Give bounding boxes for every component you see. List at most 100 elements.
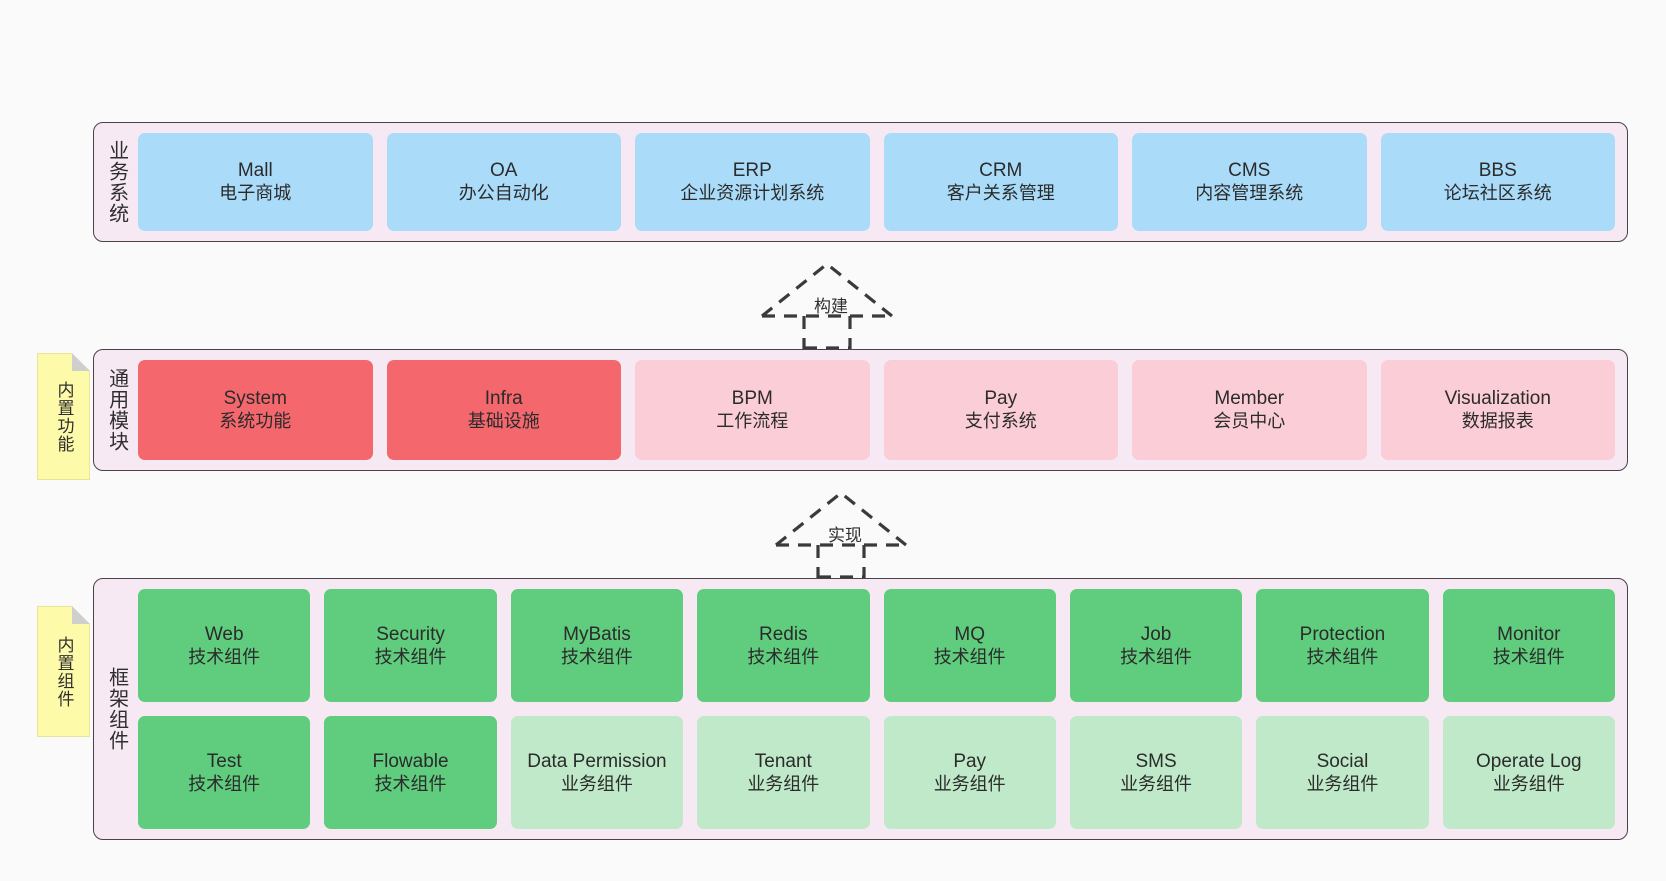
card-title: Pay	[984, 388, 1018, 410]
card-system[interactable]: System 系统功能	[138, 360, 373, 460]
layer-framework-component: 框架组件 Web 技术组件 Security 技术组件 MyBatis 技术组件…	[93, 578, 1628, 840]
card-tenant[interactable]: Tenant 业务组件	[697, 716, 870, 829]
card-title: Mall	[237, 160, 273, 182]
card-subtitle: 技术组件	[933, 646, 1006, 667]
card-title: Tenant	[754, 750, 812, 772]
card-subtitle: 数据报表	[1461, 411, 1534, 432]
card-title: Monitor	[1497, 623, 1561, 645]
card-subtitle: 技术组件	[188, 646, 261, 667]
card-mq[interactable]: MQ 技术组件	[883, 589, 1056, 702]
card-title: Redis	[759, 623, 808, 645]
card-pay-biz[interactable]: Pay 业务组件	[883, 716, 1056, 829]
card-security[interactable]: Security 技术组件	[324, 589, 497, 702]
note-builtin-component: 内置组件	[37, 606, 90, 737]
arrow-build: 构建	[752, 258, 922, 350]
card-title: ERP	[732, 160, 772, 182]
card-title: Web	[204, 623, 244, 645]
card-title: Flowable	[372, 750, 449, 772]
card-grid-framework: Web 技术组件 Security 技术组件 MyBatis 技术组件 Redi…	[138, 589, 1615, 829]
card-subtitle: 论坛社区系统	[1443, 183, 1552, 204]
card-data-permission[interactable]: Data Permission 业务组件	[510, 716, 684, 829]
card-subtitle: 业务组件	[1306, 773, 1379, 794]
card-erp[interactable]: ERP 企业资源计划系统	[635, 133, 870, 231]
note-builtin-function: 内置功能	[37, 353, 90, 480]
card-subtitle: 办公自动化	[458, 183, 549, 204]
card-member[interactable]: Member 会员中心	[1132, 360, 1367, 460]
generalization-arrow-icon	[761, 261, 893, 350]
card-title: Operate Log	[1475, 750, 1582, 772]
arrow-implement-label: 实现	[828, 526, 862, 545]
card-subtitle: 系统功能	[219, 411, 292, 432]
card-mall[interactable]: Mall 电子商城	[138, 133, 373, 231]
card-title: Member	[1214, 388, 1285, 410]
layer-common-module: 通用模块 System 系统功能 Infra 基础设施 BPM 工作流程 Pay…	[93, 349, 1628, 471]
card-subtitle: 技术组件	[374, 646, 447, 667]
card-pay[interactable]: Pay 支付系统	[883, 360, 1118, 460]
card-title: Protection	[1299, 623, 1386, 645]
card-title: MQ	[954, 623, 985, 645]
card-sms[interactable]: SMS 业务组件	[1069, 716, 1243, 829]
arrow-implement: 实现	[766, 487, 936, 579]
layer-title-common-module: 通用模块	[105, 368, 128, 452]
card-crm[interactable]: CRM 客户关系管理	[883, 133, 1118, 231]
card-subtitle: 电子商城	[219, 183, 292, 204]
card-subtitle: 技术组件	[188, 773, 261, 794]
card-grid-business: Mall 电子商城 OA 办公自动化 ERP 企业资源计划系统 CRM 客户关系…	[138, 133, 1615, 231]
card-job[interactable]: Job 技术组件	[1069, 589, 1243, 702]
generalization-arrow-icon	[775, 490, 907, 579]
card-subtitle: 业务组件	[747, 773, 820, 794]
card-title: CRM	[979, 160, 1023, 182]
note-fold-icon	[72, 353, 90, 371]
card-row: Web 技术组件 Security 技术组件 MyBatis 技术组件 Redi…	[138, 589, 1615, 702]
card-operate-log[interactable]: Operate Log 业务组件	[1442, 716, 1615, 829]
card-subtitle: 技术组件	[1120, 646, 1193, 667]
card-protection[interactable]: Protection 技术组件	[1256, 589, 1429, 702]
card-flowable[interactable]: Flowable 技术组件	[324, 716, 497, 829]
card-title: OA	[490, 160, 518, 182]
layer-title-framework-component: 框架组件	[105, 667, 128, 751]
card-title: CMS	[1228, 160, 1271, 182]
card-web[interactable]: Web 技术组件	[138, 589, 311, 702]
card-bbs[interactable]: BBS 论坛社区系统	[1380, 133, 1615, 231]
note-fold-icon	[72, 606, 90, 624]
arrow-build-label: 构建	[814, 297, 848, 316]
card-infra[interactable]: Infra 基础设施	[386, 360, 621, 460]
card-title: System	[223, 388, 287, 410]
card-cms[interactable]: CMS 内容管理系统	[1132, 133, 1367, 231]
card-subtitle: 业务组件	[1120, 773, 1193, 794]
card-bpm[interactable]: BPM 工作流程	[635, 360, 870, 460]
card-title: BPM	[731, 388, 773, 410]
card-title: Security	[376, 623, 445, 645]
card-oa[interactable]: OA 办公自动化	[386, 133, 621, 231]
card-title: Pay	[953, 750, 987, 772]
card-subtitle: 技术组件	[560, 646, 633, 667]
card-monitor[interactable]: Monitor 技术组件	[1442, 589, 1615, 702]
card-subtitle: 支付系统	[964, 411, 1037, 432]
card-subtitle: 内容管理系统	[1195, 183, 1304, 204]
card-row: System 系统功能 Infra 基础设施 BPM 工作流程 Pay 支付系统…	[138, 360, 1615, 460]
card-test[interactable]: Test 技术组件	[138, 716, 311, 829]
card-subtitle: 企业资源计划系统	[680, 183, 825, 204]
card-title: Infra	[484, 388, 523, 410]
card-subtitle: 基础设施	[467, 411, 540, 432]
card-title: Visualization	[1444, 388, 1551, 410]
card-title: Social	[1316, 750, 1369, 772]
card-mybatis[interactable]: MyBatis 技术组件	[510, 589, 684, 702]
card-subtitle: 业务组件	[933, 773, 1006, 794]
card-subtitle: 业务组件	[560, 773, 633, 794]
card-subtitle: 客户关系管理	[946, 183, 1055, 204]
card-redis[interactable]: Redis 技术组件	[697, 589, 870, 702]
card-title: MyBatis	[563, 623, 631, 645]
card-visualization[interactable]: Visualization 数据报表	[1380, 360, 1615, 460]
card-subtitle: 技术组件	[374, 773, 447, 794]
card-row: Mall 电子商城 OA 办公自动化 ERP 企业资源计划系统 CRM 客户关系…	[138, 133, 1615, 231]
note-builtin-function-label: 内置功能	[54, 380, 74, 453]
card-subtitle: 业务组件	[1492, 773, 1565, 794]
card-subtitle: 工作流程	[716, 411, 789, 432]
card-title: SMS	[1135, 750, 1177, 772]
note-builtin-component-label: 内置组件	[54, 635, 74, 708]
card-title: Data Permission	[527, 750, 667, 772]
card-subtitle: 技术组件	[1492, 646, 1565, 667]
card-social[interactable]: Social 业务组件	[1256, 716, 1429, 829]
card-subtitle: 技术组件	[747, 646, 820, 667]
